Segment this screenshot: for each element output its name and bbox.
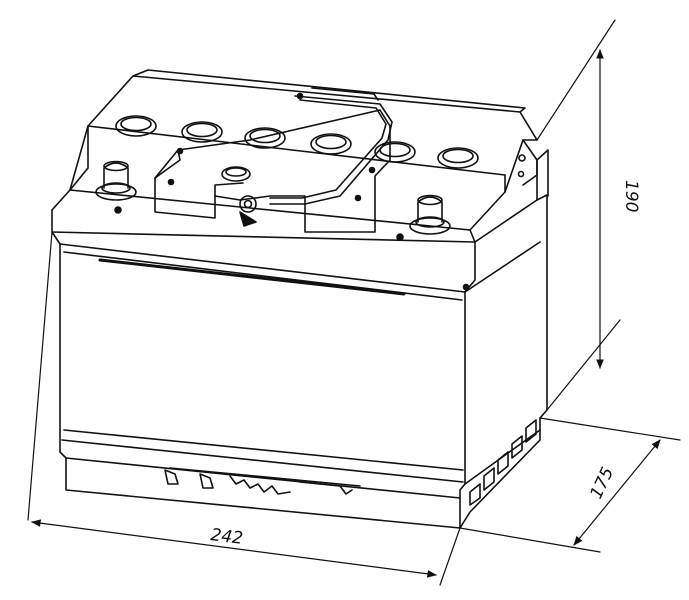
cell-cap-2 bbox=[181, 121, 223, 143]
cell-cap-3 bbox=[244, 127, 286, 149]
battery-lid bbox=[69, 69, 538, 233]
battery-handle bbox=[269, 87, 393, 205]
dimension-height-label: 190 bbox=[621, 180, 641, 212]
terminal-left bbox=[95, 160, 137, 214]
side-vents bbox=[469, 419, 537, 506]
terminal-right bbox=[396, 194, 451, 241]
center-cap bbox=[221, 166, 251, 182]
battery-body bbox=[51, 139, 549, 529]
handle-clip bbox=[239, 195, 257, 227]
bottom-feet bbox=[164, 467, 361, 495]
dimension-length-label: 242 bbox=[209, 525, 244, 549]
cell-caps bbox=[115, 115, 479, 169]
cell-cap-6 bbox=[437, 147, 479, 169]
dimension-lines bbox=[27, 19, 681, 586]
cell-cap-5 bbox=[374, 141, 416, 163]
cell-cap-1 bbox=[115, 115, 157, 137]
cell-cap-4 bbox=[310, 133, 352, 155]
